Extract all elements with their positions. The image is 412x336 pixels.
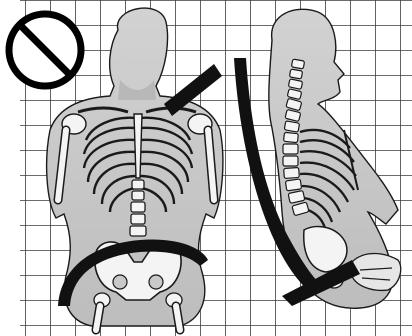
front-sternum xyxy=(134,114,142,178)
front-spine xyxy=(130,180,146,236)
side-arm xyxy=(352,254,401,291)
no-symbol-icon xyxy=(9,14,81,86)
